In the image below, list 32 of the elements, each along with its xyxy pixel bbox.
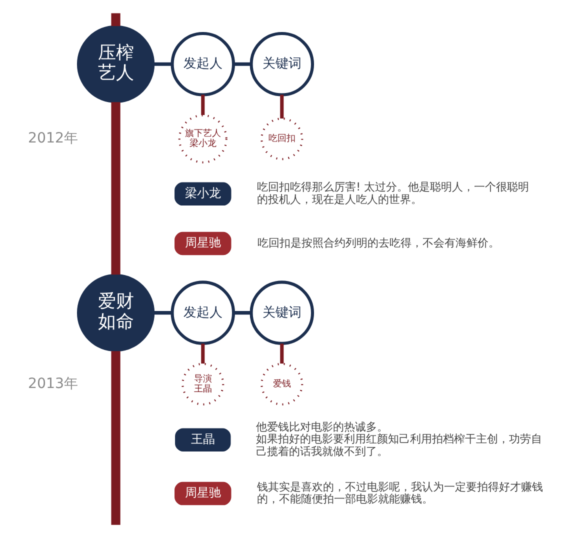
node-label: 钱其实是喜欢的，不过电影呢，我认为一定要拍得好才赚钱的，不能随便拍一部电影就能赚钱。	[256, 480, 543, 506]
connector	[153, 311, 172, 315]
node-circle: 吃回扣	[260, 118, 303, 160]
connector	[200, 94, 204, 115]
node-circle: 导演 王晶	[181, 362, 224, 406]
node-circle: 爱财如命	[76, 274, 154, 352]
node-label: 如果拍好的电影要利用红颜知己利用拍档榨干主创，功劳自己揽着的话我就做不到了。	[256, 432, 542, 458]
node-circle: 爱钱	[260, 362, 303, 406]
node-circle: 压榨艺人	[76, 25, 154, 103]
node-circle: 关键词	[249, 32, 314, 96]
node-circle: 发起人	[170, 280, 235, 345]
connector	[232, 62, 251, 66]
connector	[280, 94, 284, 118]
node-label: 2013年	[27, 376, 78, 392]
node-circle: 关键词	[249, 280, 314, 345]
node-box: 王晶	[174, 428, 230, 452]
connector	[110, 13, 120, 26]
node-box: 周星驰	[174, 232, 231, 256]
node-label: 吃回扣是按照合约列明的去吃得，不会有海鲜价。	[257, 236, 500, 250]
node-label: 他爱钱比对电影的热诚多。	[256, 420, 388, 434]
connector	[153, 62, 172, 66]
node-box: 周星驰	[174, 482, 231, 506]
node-label: 吃回扣吃得那么厉害! 太过分。他是聪明人，一个很聪明的投机人，现在是人吃人的世界。	[256, 180, 529, 206]
connector	[232, 311, 251, 315]
node-box: 梁小龙	[174, 182, 231, 206]
connector	[200, 344, 204, 364]
node-circle: 旗下艺人 梁小龙	[178, 114, 227, 164]
node-label: 2012年	[27, 130, 78, 147]
connector	[110, 351, 120, 525]
connector	[280, 344, 284, 364]
node-circle: 发起人	[170, 32, 235, 96]
connector	[110, 102, 120, 275]
